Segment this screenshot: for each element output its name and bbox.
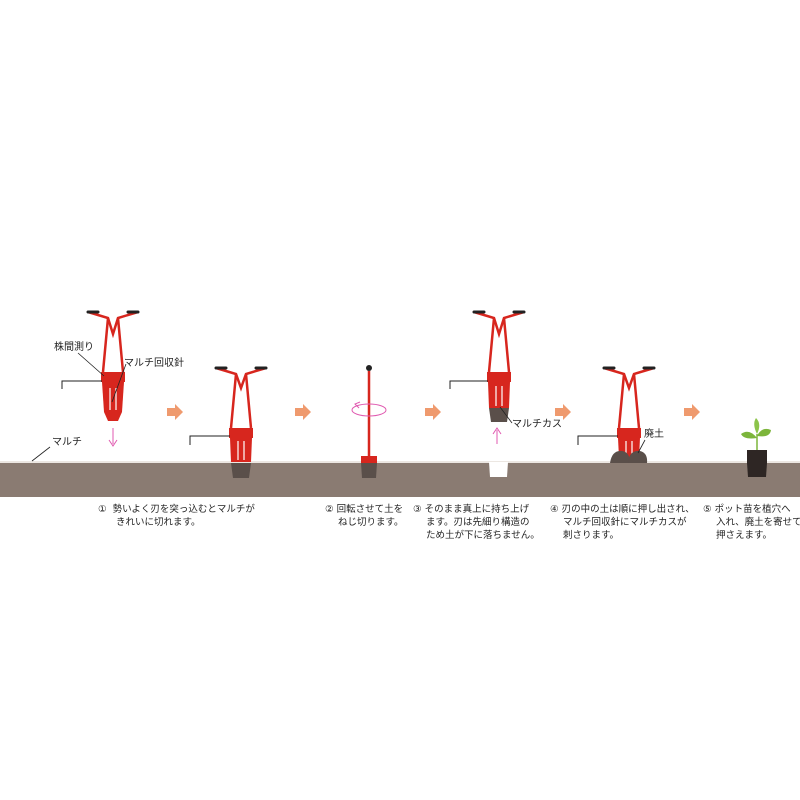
step-arrow-3 <box>425 404 441 420</box>
step1-down-arrow <box>108 428 118 447</box>
caption-step-5-line1: ⑤ ポット苗を植穴へ <box>703 504 791 515</box>
caption-step-5: ⑤ ポット苗を植穴へ 入れ、廃土を寄せて 押さえます。 <box>703 503 800 542</box>
step3-up-arrow <box>492 427 502 444</box>
step2-spacing-gauge <box>189 435 230 445</box>
caption-step-4-line1: ④ 刃の中の土は順に押し出され、 <box>550 504 695 515</box>
step-arrow-5 <box>684 404 700 420</box>
step-arrow-1 <box>167 404 183 420</box>
waste-soil-leader <box>637 439 646 454</box>
mulch-label: マルチ <box>52 436 82 448</box>
mulch-collector-label: マルチ回収針 <box>124 356 184 369</box>
step3-spacing-gauge <box>449 380 488 389</box>
caption-step-4-line2: マルチ回収針にマルチカスが <box>563 517 687 528</box>
pot-seedling <box>741 418 771 477</box>
mulch-leader <box>31 446 51 462</box>
caption-step-1: ① 勢いよく刃を突っ込むとマルチが きれいに切れます。 <box>98 503 255 529</box>
caption-step-4-line3: 刺さります。 <box>563 530 620 541</box>
step3-lift-tool <box>472 310 526 422</box>
caption-step-3-line3: ため土が下に落ちません。 <box>426 530 540 541</box>
caption-step-5-line3: 押さえます。 <box>716 530 773 541</box>
caption-step-1-line1: ① 勢いよく刃を突っ込むとマルチが <box>98 504 255 515</box>
spacing-gauge-leader <box>61 380 102 389</box>
step2-tool <box>214 366 268 478</box>
caption-step-5-line2: 入れ、廃土を寄せて <box>716 517 800 528</box>
waste-soil-label: 廃土 <box>644 427 664 440</box>
caption-step-3-line2: ます。刃は先細り構造の <box>426 517 530 528</box>
caption-step-2-line2: ねじ切ります。 <box>338 517 404 528</box>
mulch-collector-leader <box>111 363 127 403</box>
step3-tool <box>361 365 377 478</box>
mulch-scrap-label: マルチカス <box>512 418 562 430</box>
soil-ground <box>0 463 800 497</box>
spacing-gauge-label: 株間測り <box>54 340 94 353</box>
spacing-gauge-label-leader <box>77 352 105 377</box>
caption-step-3-line1: ③ そのまま真上に持ち上げ <box>413 504 530 515</box>
step4-tool <box>602 366 656 458</box>
step4-spacing-gauge <box>577 435 618 445</box>
step-arrow-2 <box>295 404 311 420</box>
rotation-icon <box>351 401 387 417</box>
waste-soil-mound-right <box>628 450 648 463</box>
caption-step-4: ④ 刃の中の土は順に押し出され、 マルチ回収針にマルチカスが 刺さります。 <box>550 503 695 542</box>
mulch-scrap-leader <box>499 406 513 424</box>
step-arrow-4 <box>555 404 571 420</box>
planting-hole <box>489 462 508 477</box>
caption-step-3: ③ そのまま真上に持ち上げ ます。刃は先細り構造の ため土が下に落ちません。 <box>413 503 540 542</box>
step1-tool <box>86 310 140 421</box>
caption-step-2-line1: ② 回転させて土を <box>325 504 404 515</box>
caption-step-1-line2: きれいに切れます。 <box>116 517 201 528</box>
caption-step-2: ② 回転させて土を ねじ切ります。 <box>325 503 404 529</box>
waste-soil-mound-left <box>610 450 630 463</box>
